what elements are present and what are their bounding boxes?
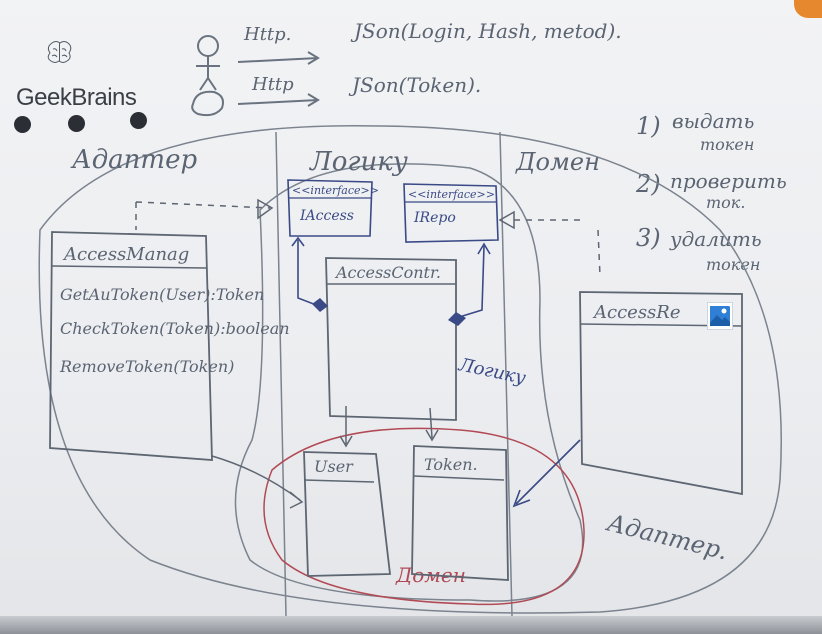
association-line bbox=[297, 240, 325, 309]
stereotype-label: <<interface>> bbox=[292, 184, 379, 197]
orange-marker-cap bbox=[794, 0, 822, 18]
note-protocol: Http. bbox=[243, 24, 291, 45]
logic-boundary bbox=[234, 163, 584, 602]
realization-dashed-line bbox=[135, 201, 271, 230]
token-entity: Token. bbox=[411, 445, 509, 581]
svg-text:2): 2) bbox=[635, 170, 661, 198]
layer-divider bbox=[275, 131, 287, 617]
association-line bbox=[455, 245, 485, 319]
aggregation-diamond bbox=[312, 298, 328, 312]
note-payload: JSon(Login, Hash, metod). bbox=[350, 19, 622, 43]
response-arrow bbox=[237, 93, 320, 107]
layer-title-logic: Логику bbox=[308, 147, 408, 177]
irepo-interface: <<interface>> IRepo bbox=[403, 183, 499, 243]
access-controller-class: AccessContr. bbox=[325, 257, 457, 421]
whiteboard-tray bbox=[0, 616, 822, 634]
entity-title: User bbox=[314, 457, 354, 476]
method-label: CheckToken(Token):boolean bbox=[60, 319, 290, 338]
logo-dot bbox=[68, 115, 85, 132]
logic-side-label: Логику bbox=[456, 354, 528, 389]
realization-dashed-line bbox=[514, 219, 601, 277]
class-title: AccessManag bbox=[62, 244, 189, 265]
svg-text:проверить: проверить bbox=[670, 169, 787, 193]
entity-title: Token. bbox=[424, 455, 478, 474]
aggregation-diamond bbox=[448, 312, 466, 326]
layer-title-adapter-right: Адаптер. bbox=[603, 508, 731, 565]
user-entity: User bbox=[303, 451, 392, 577]
layer-divider bbox=[499, 131, 513, 617]
svg-text:токен: токен bbox=[700, 135, 754, 154]
svg-text:выдать: выдать bbox=[672, 109, 754, 133]
method-label: GetAuToken(User):Token bbox=[60, 285, 264, 304]
image-placeholder-icon bbox=[707, 302, 733, 330]
method-label: RemoveToken(Token) bbox=[59, 357, 234, 376]
realization-arrowhead bbox=[257, 198, 274, 220]
svg-text:токен: токен bbox=[706, 255, 760, 274]
domain-boundary bbox=[263, 427, 585, 606]
layer-title-adapter: Адаптер bbox=[70, 145, 197, 175]
svg-text:3): 3) bbox=[636, 224, 661, 252]
interface-name: IAccess bbox=[299, 208, 354, 224]
interface-name: IRepo bbox=[413, 210, 456, 226]
dependency-arrow bbox=[339, 406, 353, 448]
logo-text: GeekBrains bbox=[16, 84, 137, 111]
stereotype-label: <<interface>> bbox=[408, 188, 495, 201]
brain-logo-icon bbox=[47, 41, 72, 63]
logo-dot bbox=[130, 112, 147, 129]
logo-dot bbox=[14, 116, 31, 133]
user-figure-icon bbox=[191, 35, 224, 117]
usage-arrow bbox=[512, 439, 581, 508]
application-boundary bbox=[38, 124, 782, 614]
svg-text:ток.: ток. bbox=[706, 193, 745, 212]
checklist: 1) выдать токен 2) проверить ток. 3) уда… bbox=[635, 109, 787, 274]
usage-arrow bbox=[211, 455, 304, 509]
association-arrowhead bbox=[291, 236, 305, 247]
svg-text:1): 1) bbox=[636, 112, 661, 140]
note-protocol: Http bbox=[251, 74, 294, 95]
svg-text:удалить: удалить bbox=[669, 227, 762, 251]
layer-title-domain: Домен bbox=[515, 148, 600, 176]
access-manager-class: AccessManag GetAuToken(User):Token Check… bbox=[49, 231, 290, 461]
association-arrowhead bbox=[477, 242, 491, 255]
iaccess-interface: <<interface>> IAccess bbox=[287, 179, 379, 237]
note-payload: JSon(Token). bbox=[348, 73, 481, 97]
class-title: AccessRe bbox=[592, 302, 681, 323]
class-title: AccessContr. bbox=[334, 263, 441, 282]
request-arrow bbox=[237, 51, 320, 65]
dependency-arrow bbox=[425, 407, 439, 442]
